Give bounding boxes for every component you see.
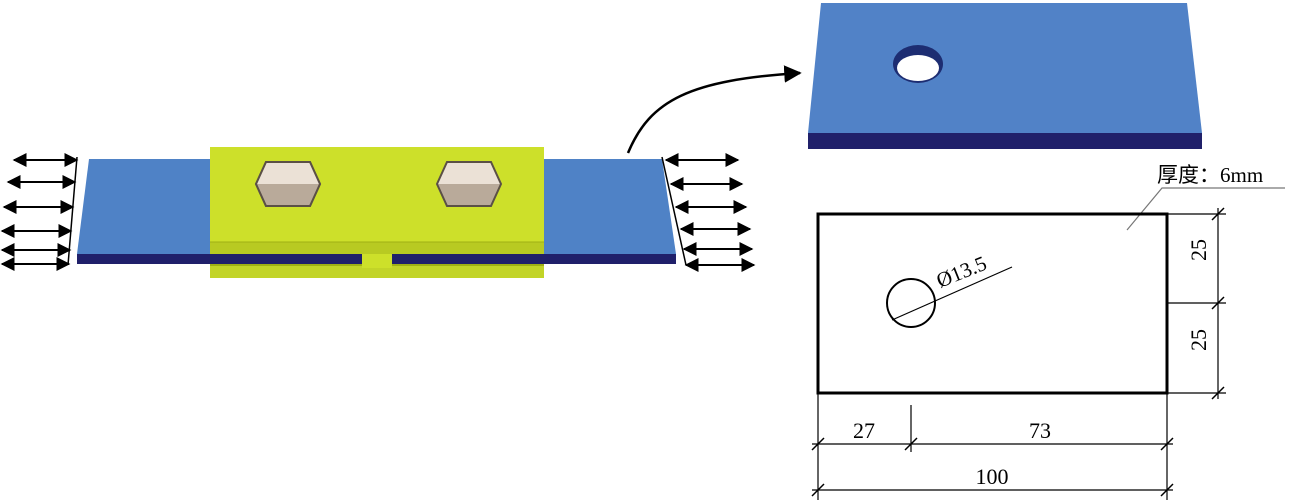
thickness-label: 厚度：6mm [1157,163,1263,187]
bolt-head-left-icon [254,161,322,207]
right-load-arrows [661,153,756,272]
vertical-dimensions [1167,207,1226,400]
diameter-leader [891,266,1013,321]
dim-total-width: 100 [976,464,1009,489]
inner-plate-strip [210,254,544,268]
splice-assembly [77,147,676,278]
horizontal-dimensions [811,393,1174,500]
thickness-leader [1126,187,1285,231]
dim-right-width: 73 [1029,418,1051,443]
plate-drawing: 厚度：6mm Ø13.5 25 25 [811,163,1285,500]
left-load-arrows [0,153,79,271]
hole-circle-icon [886,278,936,328]
hole-diameter-label: Ø13.5 [933,251,990,293]
single-plate-3d [808,3,1202,149]
callout-arrow-icon [626,65,802,154]
dim-bottom-height: 25 [1186,329,1211,351]
dim-top-height: 25 [1186,239,1211,261]
left-plate [77,159,212,264]
right-plate [542,159,676,264]
dim-left-width: 27 [853,418,875,443]
plate-outline [816,212,1169,395]
bolt-head-right-icon [435,161,503,207]
